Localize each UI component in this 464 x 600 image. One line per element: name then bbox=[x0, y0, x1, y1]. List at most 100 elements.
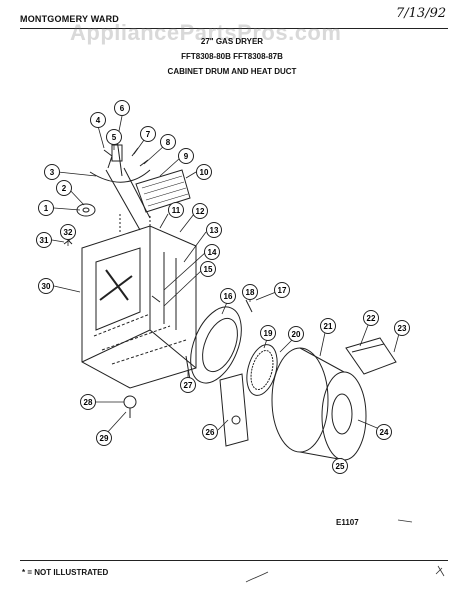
diagram-code: E1107 bbox=[336, 518, 359, 527]
callout-3: 3 bbox=[44, 164, 60, 180]
svg-text:21: 21 bbox=[324, 322, 333, 331]
svg-text:16: 16 bbox=[224, 292, 233, 301]
grille-slats bbox=[141, 175, 189, 207]
callout-20: 20 bbox=[288, 326, 304, 342]
bracket-hole bbox=[231, 415, 241, 425]
bolt-part bbox=[245, 299, 253, 313]
cabinet-top-guides bbox=[119, 214, 151, 232]
svg-text:8: 8 bbox=[166, 138, 171, 147]
svg-text:26: 26 bbox=[206, 428, 215, 437]
lint-grille bbox=[135, 169, 191, 213]
callout-12: 12 bbox=[192, 203, 208, 219]
svg-text:28: 28 bbox=[84, 398, 93, 407]
callout-16: 16 bbox=[220, 288, 236, 304]
igniter-center bbox=[82, 207, 90, 213]
cabinet-floor-lines bbox=[93, 313, 187, 365]
heat-duct bbox=[345, 337, 397, 375]
callout-18: 18 bbox=[242, 284, 258, 300]
callout-14: 14 bbox=[204, 244, 220, 260]
svg-text:20: 20 bbox=[292, 330, 301, 339]
brand-name: MONTGOMERY WARD bbox=[20, 14, 119, 24]
callout-6: 6 bbox=[114, 100, 130, 116]
svg-text:4: 4 bbox=[96, 116, 101, 125]
signature-squiggle bbox=[245, 571, 269, 583]
svg-text:32: 32 bbox=[64, 228, 73, 237]
callout-5: 5 bbox=[106, 129, 122, 145]
drum-seal-ring bbox=[246, 344, 278, 396]
svg-text:27: 27 bbox=[184, 381, 193, 390]
header-rule bbox=[20, 28, 448, 29]
callout-23: 23 bbox=[394, 320, 410, 336]
svg-text:5: 5 bbox=[112, 133, 117, 142]
cabinet-side-rails bbox=[163, 252, 177, 330]
callout-24: 24 bbox=[376, 424, 392, 440]
cabinet-bracket bbox=[99, 269, 133, 301]
callout-8: 8 bbox=[160, 134, 176, 150]
svg-text:9: 9 bbox=[184, 152, 189, 161]
svg-text:17: 17 bbox=[278, 286, 287, 295]
drum-baffle bbox=[331, 393, 353, 435]
callout-10: 10 bbox=[196, 164, 212, 180]
drum-body-edges bbox=[299, 347, 345, 461]
svg-text:14: 14 bbox=[208, 248, 217, 257]
svg-text:6: 6 bbox=[120, 104, 125, 113]
duct-seam bbox=[351, 343, 385, 353]
callout-29: 29 bbox=[96, 430, 112, 446]
site-watermark: AppliancePartsPros.com bbox=[70, 20, 342, 45]
svg-text:2: 2 bbox=[62, 184, 67, 193]
svg-text:25: 25 bbox=[336, 462, 345, 471]
model-numbers: FFT8308-80B FFT8308-87B bbox=[181, 52, 283, 61]
diagram-artwork bbox=[53, 131, 397, 461]
callout-26: 26 bbox=[202, 424, 218, 440]
svg-text:24: 24 bbox=[380, 428, 389, 437]
front-bulkhead bbox=[190, 306, 242, 384]
svg-text:3: 3 bbox=[50, 168, 55, 177]
svg-text:29: 29 bbox=[100, 434, 109, 443]
cabinet-inner-edges bbox=[81, 226, 197, 369]
section-title: CABINET DRUM AND HEAT DUCT bbox=[167, 67, 297, 76]
corner-mark bbox=[435, 565, 445, 577]
duct-guide-lines bbox=[105, 167, 151, 231]
svg-text:7: 7 bbox=[146, 130, 151, 139]
callout-13: 13 bbox=[206, 222, 222, 238]
svg-text:10: 10 bbox=[200, 168, 209, 177]
callout-31: 31 bbox=[36, 232, 52, 248]
callout-9: 9 bbox=[178, 148, 194, 164]
svg-text:11: 11 bbox=[172, 206, 181, 215]
svg-text:12: 12 bbox=[196, 207, 205, 216]
callout-15: 15 bbox=[200, 261, 216, 277]
not-illustrated-legend: * = NOT ILLUSTRATED bbox=[22, 568, 109, 577]
seal-ring-inner bbox=[250, 350, 274, 390]
bulkhead-opening bbox=[202, 317, 238, 373]
clip-part bbox=[151, 295, 161, 303]
svg-text:18: 18 bbox=[246, 288, 255, 297]
drum-front-rim bbox=[321, 371, 367, 461]
callout-27: 27 bbox=[180, 377, 196, 393]
svg-text:30: 30 bbox=[42, 282, 51, 291]
callout-21: 21 bbox=[320, 318, 336, 334]
footer-rule bbox=[20, 560, 448, 561]
svg-text:15: 15 bbox=[204, 265, 213, 274]
rear-bracket bbox=[219, 373, 249, 447]
callout-17: 17 bbox=[274, 282, 290, 298]
glide-foot bbox=[123, 395, 137, 409]
callout-30: 30 bbox=[38, 278, 54, 294]
svg-text:19: 19 bbox=[264, 329, 273, 338]
callout-markers: 1 2 3 4 5 6 7 8 9 10 11 12 13 14 15 16 1… bbox=[36, 100, 410, 474]
callout-22: 22 bbox=[363, 310, 379, 326]
handwritten-date: 7/13/92 bbox=[396, 6, 447, 21]
drum-rear-rim bbox=[271, 347, 329, 453]
pin-part bbox=[139, 159, 149, 167]
svg-text:13: 13 bbox=[210, 226, 219, 235]
cabinet-outline bbox=[81, 225, 197, 389]
callout-11: 11 bbox=[168, 202, 184, 218]
switch-block bbox=[111, 144, 123, 162]
wire-clip bbox=[103, 149, 113, 169]
code-dash-mark bbox=[397, 519, 413, 523]
harness-curve bbox=[89, 169, 151, 183]
model-title: 27" GAS DRYER bbox=[200, 37, 264, 46]
callout-1: 1 bbox=[38, 200, 54, 216]
svg-text:23: 23 bbox=[398, 324, 407, 333]
